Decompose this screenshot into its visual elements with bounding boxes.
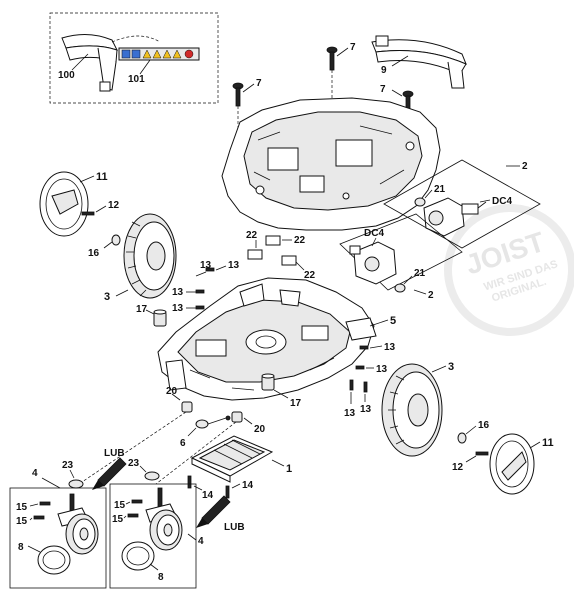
callout-21-b: 21 (414, 268, 426, 279)
hubcap-11-right (489, 433, 535, 495)
drive-motor-lower (349, 241, 397, 285)
pad-22-b (265, 235, 281, 246)
callout-13-e: 13 (384, 342, 396, 353)
callout-2-a: 2 (522, 161, 528, 172)
callout-15-d: 15 (112, 514, 124, 525)
callout-3-b: 3 (448, 361, 454, 373)
caster-4-left (57, 493, 99, 555)
washer-16-left (111, 234, 121, 246)
callout-100: 100 (58, 70, 75, 81)
callout-16-a: 16 (88, 248, 100, 259)
callout-13-g: 13 (344, 408, 356, 419)
callout-4-b: 4 (198, 536, 204, 547)
callout-11-a: 11 (96, 171, 108, 183)
foot-17-right (261, 373, 275, 391)
callout-dc4-b: DC4 (364, 228, 384, 239)
callout-3-a: 3 (104, 291, 110, 303)
callout-13-f: 13 (376, 364, 388, 375)
screw-14-b (225, 485, 230, 499)
foot-20-right (231, 411, 243, 423)
lubricant-arrow-icon (196, 495, 231, 528)
callout-7-a: 7 (350, 42, 356, 53)
cover-1 (190, 435, 274, 483)
seal-23-b (144, 471, 160, 481)
foot-17-left (153, 309, 167, 327)
caster-4-right (145, 487, 183, 551)
hubcap-11-left (39, 171, 89, 237)
drive-motor-upper (423, 197, 487, 237)
chassis-5 (157, 277, 377, 401)
callout-23-a: 23 (62, 460, 74, 471)
callout-22-a: 22 (246, 230, 258, 241)
seal-21-upper (414, 197, 426, 207)
callout-21-a: 21 (434, 184, 446, 195)
callout-lub-a: LUB (104, 448, 125, 459)
callout-13-a: 13 (228, 260, 240, 271)
callout-9: 9 (381, 65, 387, 76)
callout-6: 6 (180, 438, 186, 449)
callout-17-b: 17 (290, 398, 302, 409)
inset-box-bumper (49, 12, 219, 104)
foot-20-left (181, 401, 193, 413)
callout-15-b: 15 (16, 516, 28, 527)
washer-16-right (457, 432, 467, 444)
callout-14-b: 14 (242, 480, 254, 491)
wheel-3-left (123, 213, 177, 299)
callout-15-a: 15 (16, 502, 28, 513)
callout-20-b: 20 (254, 424, 266, 435)
caster-box-left (9, 487, 107, 589)
callout-13-b: 13 (200, 260, 212, 271)
screw-7 (326, 46, 338, 100)
callout-12-a: 12 (108, 200, 120, 211)
motor-box-2-upper (383, 159, 541, 249)
screw-12-left (81, 211, 95, 216)
callout-22-c: 22 (304, 270, 316, 281)
callout-12-b: 12 (452, 462, 464, 473)
callout-8-b: 8 (158, 572, 164, 583)
callout-2-b: 2 (428, 290, 434, 301)
screw-14-a (187, 475, 192, 489)
callout-16-b: 16 (478, 420, 490, 431)
warning-sticker-icon (118, 47, 200, 61)
callout-4-a: 4 (32, 468, 38, 479)
lubricant-arrow-icon (92, 457, 127, 490)
callout-13-d: 13 (172, 303, 184, 314)
pad-22-c (281, 255, 297, 266)
callout-15-c: 15 (114, 500, 126, 511)
wheel-3-right (381, 363, 443, 457)
callout-13-h: 13 (360, 404, 372, 415)
part-6 (195, 415, 231, 429)
callout-5: 5 (390, 315, 396, 327)
callout-17-a: 17 (136, 304, 148, 315)
bumper-small (61, 34, 118, 92)
top-housing (221, 97, 441, 231)
tyre-8-left (37, 545, 71, 575)
callout-7-d: 7 (380, 84, 386, 95)
seal-21-lower (394, 283, 406, 293)
callout-7-b: 7 (256, 78, 262, 89)
seal-23-a (68, 479, 84, 489)
callout-13-c: 13 (172, 287, 184, 298)
callout-14-a: 14 (202, 490, 214, 501)
callout-1: 1 (286, 463, 292, 475)
callout-8-a: 8 (18, 542, 24, 553)
callout-dc4-a: DC4 (492, 196, 512, 207)
callout-22-b: 22 (294, 235, 306, 246)
callout-101: 101 (128, 74, 145, 85)
bumper-9 (371, 35, 467, 89)
tyre-8-right (121, 541, 155, 571)
callout-20-a: 20 (166, 386, 178, 397)
caster-box-right (109, 483, 197, 589)
screw-12-right (475, 451, 489, 456)
callout-23-b: 23 (128, 458, 140, 469)
callout-11-b: 11 (542, 437, 554, 449)
pad-22-a (247, 249, 263, 260)
callout-lub-b: LUB (224, 522, 245, 533)
